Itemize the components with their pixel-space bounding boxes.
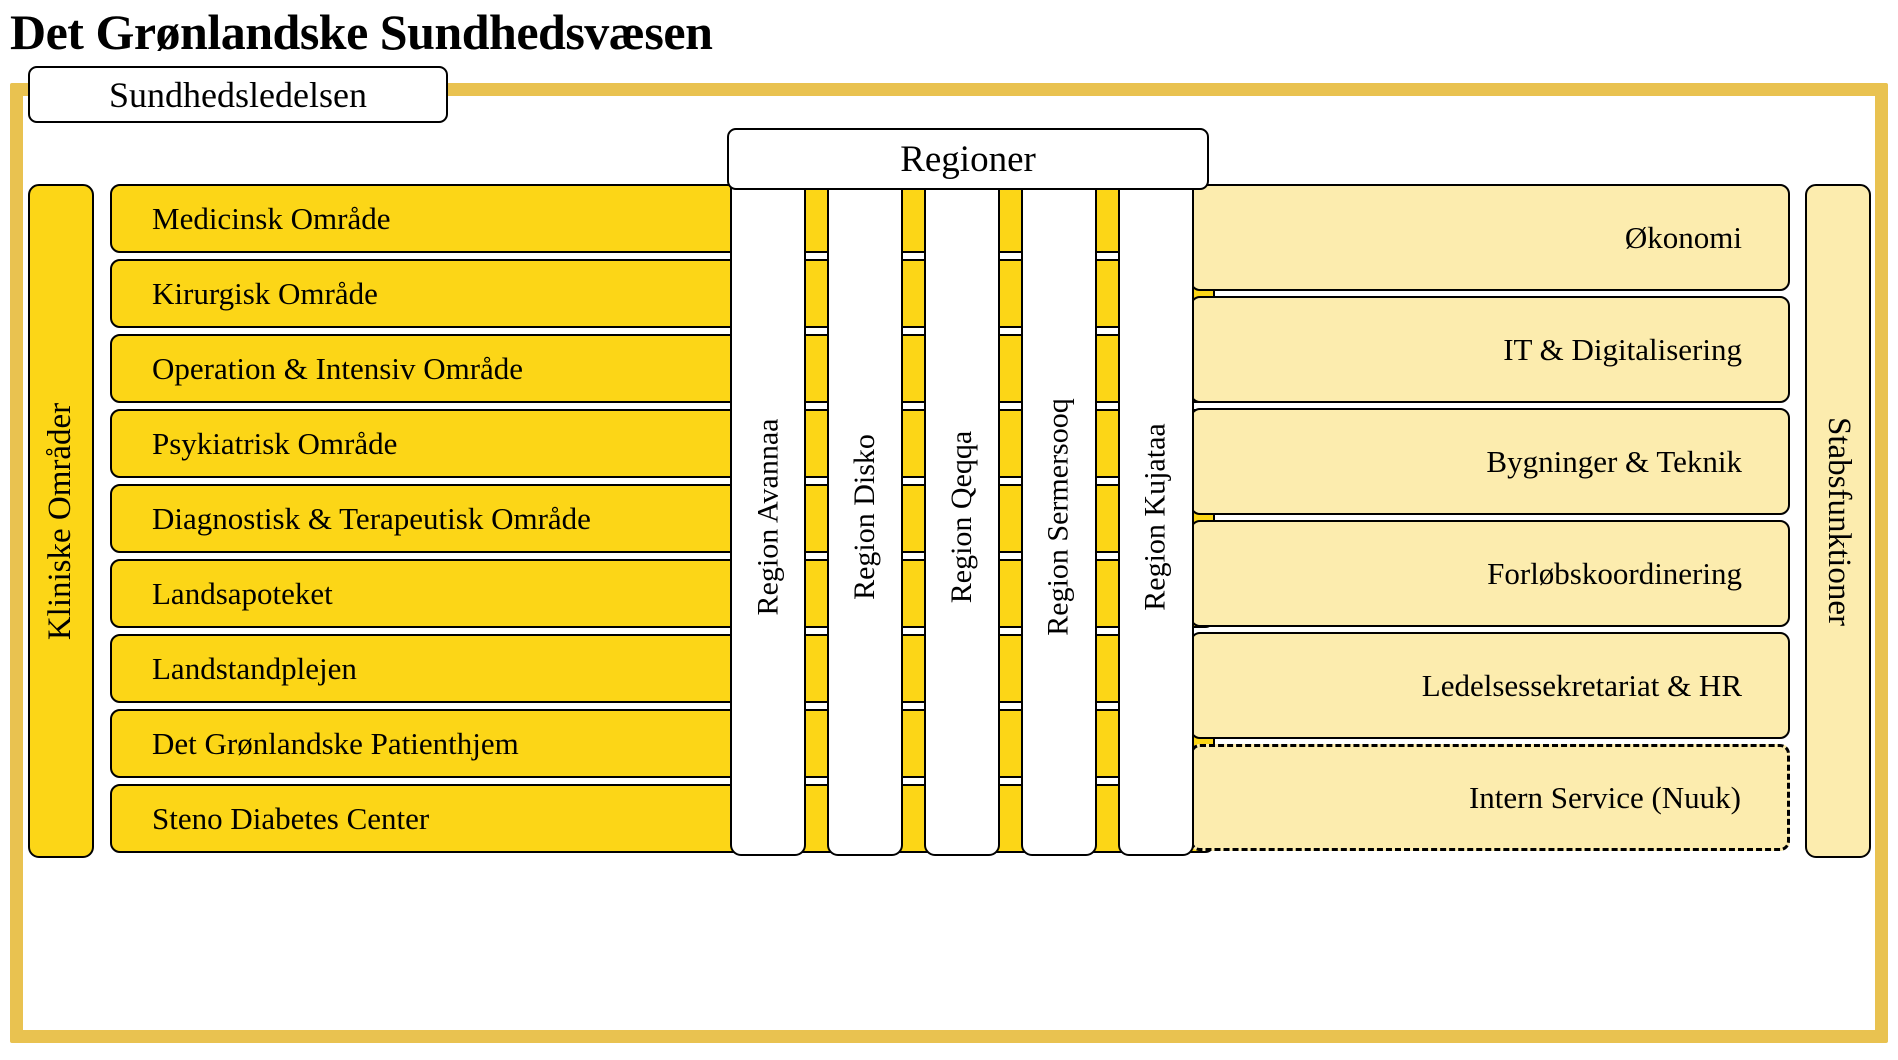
- staff-function-label: Forløbskoordinering: [1487, 555, 1742, 591]
- staff-function-label: Bygninger & Teknik: [1486, 443, 1742, 479]
- region-label: Region Kujataa: [1139, 422, 1173, 611]
- clinical-area-label: Steno Diabetes Center: [152, 800, 430, 836]
- region-column[interactable]: Region Sermersooq: [1021, 177, 1097, 856]
- staff-function-item[interactable]: Intern Service (Nuuk): [1190, 744, 1790, 851]
- clinical-areas-spine-label: Kliniske Områder: [42, 402, 79, 640]
- clinical-area-label: Operation & Intensiv Område: [152, 350, 524, 386]
- staff-function-item[interactable]: IT & Digitalisering: [1190, 296, 1790, 403]
- leadership-label: Sundhedsledelsen: [109, 74, 367, 115]
- region-column[interactable]: Region Disko: [827, 177, 903, 856]
- staff-functions-spine: Stabsfunktioner: [1805, 184, 1871, 858]
- clinical-area-label: Landstandplejen: [152, 650, 357, 686]
- region-label: Region Avannaa: [751, 418, 785, 615]
- clinical-area-label: Medicinsk Område: [152, 200, 391, 236]
- staff-functions-spine-label: Stabsfunktioner: [1820, 416, 1857, 626]
- clinical-area-label: Det Grønlandske Patienthjem: [152, 725, 519, 761]
- clinical-area-label: Psykiatrisk Område: [152, 425, 398, 461]
- regions-header: Regioner: [727, 128, 1209, 190]
- staff-function-item[interactable]: Økonomi: [1190, 184, 1790, 291]
- clinical-area-label: Kirurgisk Område: [152, 275, 378, 311]
- regions-header-label: Regioner: [900, 138, 1036, 180]
- region-label: Region Disko: [848, 433, 881, 600]
- staff-function-item[interactable]: Ledelsessekretariat & HR: [1190, 632, 1790, 739]
- region-label: Region Qeqqa: [945, 430, 978, 603]
- staff-function-label: Intern Service (Nuuk): [1468, 779, 1741, 815]
- leadership-box[interactable]: Sundhedsledelsen: [28, 66, 448, 123]
- staff-function-label: IT & Digitalisering: [1503, 331, 1742, 367]
- page-title: Det Grønlandske Sundhedsvæsen: [10, 4, 713, 60]
- clinical-areas-spine: Kliniske Områder: [28, 184, 94, 858]
- staff-function-label: Ledelsessekretariat & HR: [1421, 667, 1742, 703]
- region-label: Region Sermersooq: [1042, 397, 1075, 636]
- region-column[interactable]: Region Qeqqa: [924, 177, 1000, 856]
- clinical-area-label: Diagnostisk & Terapeutisk Område: [152, 500, 591, 536]
- staff-function-item[interactable]: Forløbskoordinering: [1190, 520, 1790, 627]
- clinical-area-label: Landsapoteket: [152, 575, 333, 611]
- staff-function-item[interactable]: Bygninger & Teknik: [1190, 408, 1790, 515]
- outer-frame: [10, 83, 1888, 1043]
- region-column[interactable]: Region Avannaa: [730, 177, 806, 856]
- staff-function-label: Økonomi: [1624, 219, 1742, 255]
- region-column[interactable]: Region Kujataa: [1118, 177, 1194, 856]
